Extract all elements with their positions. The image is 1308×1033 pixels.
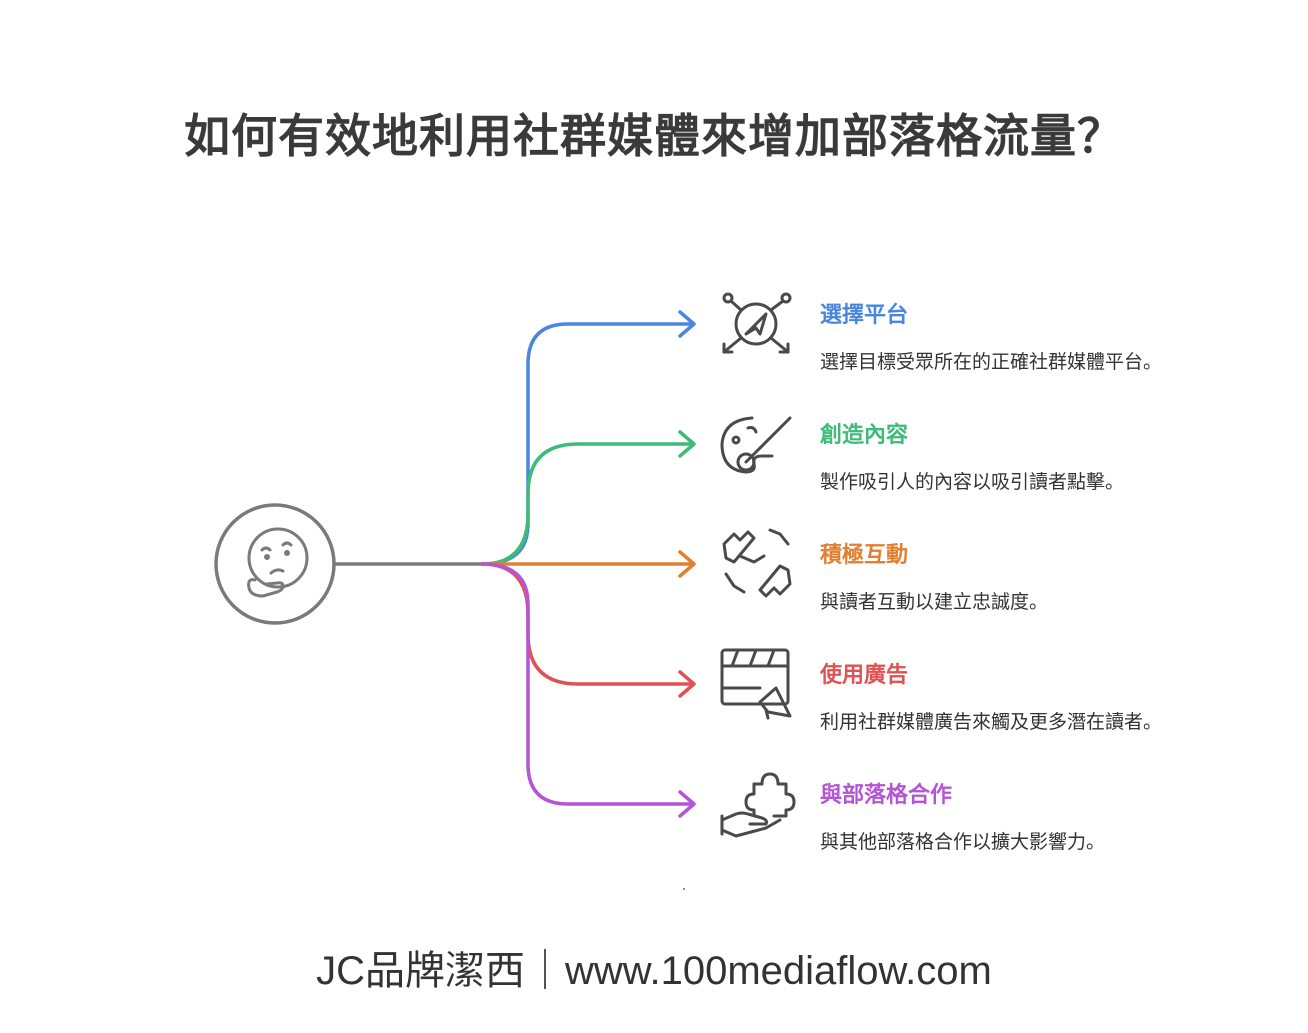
connector-branch-2	[480, 442, 694, 566]
arrowhead-branch-3	[678, 550, 696, 578]
branch-desc-content: 製作吸引人的內容以吸引讀者點擊。	[820, 471, 1125, 493]
palette-brush-icon	[720, 416, 792, 474]
center-node	[214, 503, 336, 625]
page-title: 如何有效地利用社群媒體來增加部落格流量？	[184, 109, 1124, 163]
branch-desc-ads: 利用社群媒體廣告來觸及更多潛在讀者。	[820, 711, 1163, 733]
connector-branch-4	[480, 562, 694, 686]
branch-desc-platform: 選擇目標受眾所在的正確社群媒體平台。	[820, 351, 1163, 373]
branch-title-platform: 選擇平台	[820, 303, 909, 328]
decorative-dot	[683, 888, 685, 890]
arrowhead-branch-4	[678, 670, 696, 698]
footer-credit: JC品牌潔西｜www.100mediaflow.com	[316, 949, 992, 993]
arrowhead-branch-2	[678, 430, 696, 458]
handshake-icon	[722, 528, 792, 598]
branch-title-ads: 使用廣告	[820, 663, 909, 688]
branch-desc-engage: 與讀者互動以建立忠誠度。	[820, 591, 1049, 613]
arrowhead-branch-1	[678, 310, 696, 338]
arrowhead-branch-5	[678, 790, 696, 818]
branch-title-collab: 與部落格合作	[820, 783, 953, 808]
branch-desc-collab: 與其他部落格合作以擴大影響力。	[820, 831, 1106, 853]
navigation-target-icon	[722, 292, 792, 354]
puzzle-hand-icon	[720, 772, 796, 838]
video-megaphone-icon	[720, 648, 792, 720]
branch-title-content: 創造內容	[820, 423, 909, 448]
connector-branch-5	[480, 562, 694, 806]
branch-title-engage: 積極互動	[820, 543, 909, 568]
thinking-face-icon	[247, 527, 309, 598]
